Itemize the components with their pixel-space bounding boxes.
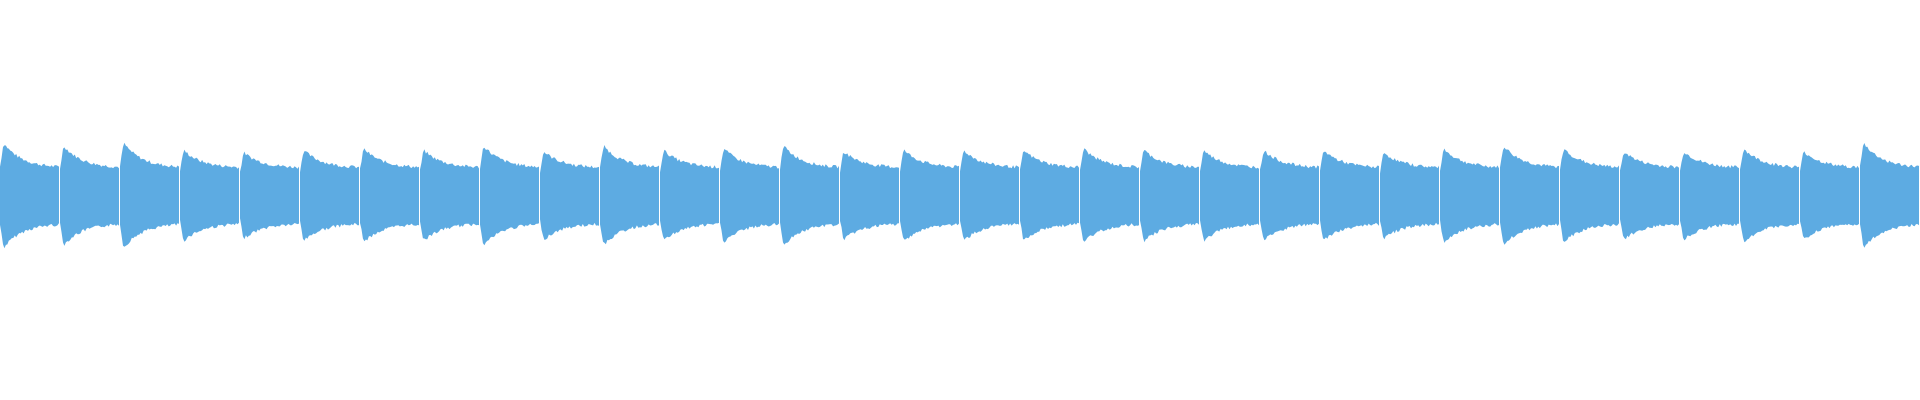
waveform-pulse xyxy=(240,151,299,240)
waveform-pulse xyxy=(1440,148,1499,243)
waveform-pulse xyxy=(1740,149,1799,243)
waveform-pulse xyxy=(1860,143,1919,248)
waveform-pulse xyxy=(1080,148,1139,242)
waveform-pulse xyxy=(1260,150,1319,241)
waveform-pulse xyxy=(660,149,719,240)
waveform-pulse xyxy=(1380,153,1439,240)
waveform-pulse xyxy=(360,148,419,242)
waveform-pulse xyxy=(600,145,659,245)
waveform-pulse xyxy=(180,149,239,242)
waveform-pulse xyxy=(1680,153,1739,241)
waveform-pulse xyxy=(840,153,899,241)
waveform-pulse xyxy=(720,149,779,243)
waveform-pulse xyxy=(900,149,959,240)
waveform-pulse xyxy=(480,147,539,246)
waveform-pulse xyxy=(1500,147,1559,245)
waveform-pulse xyxy=(300,151,359,241)
waveform-pulse xyxy=(780,146,839,245)
waveform-pulse xyxy=(1620,153,1679,240)
waveform-pulse xyxy=(960,150,1019,240)
waveform-pulse xyxy=(0,145,59,249)
waveform-pulse xyxy=(1800,151,1859,238)
waveform-pulse xyxy=(540,152,599,240)
waveform-pulse xyxy=(420,149,479,240)
waveform-pulse xyxy=(1020,151,1079,240)
waveform-pulse xyxy=(1140,150,1199,243)
waveform-pulse xyxy=(120,142,179,247)
waveform-pulse xyxy=(1320,151,1379,240)
waveform-pulse xyxy=(1560,149,1619,242)
waveform-pulses xyxy=(0,142,1919,249)
waveform-pulse xyxy=(1200,150,1259,242)
waveform-pulse xyxy=(60,147,119,246)
